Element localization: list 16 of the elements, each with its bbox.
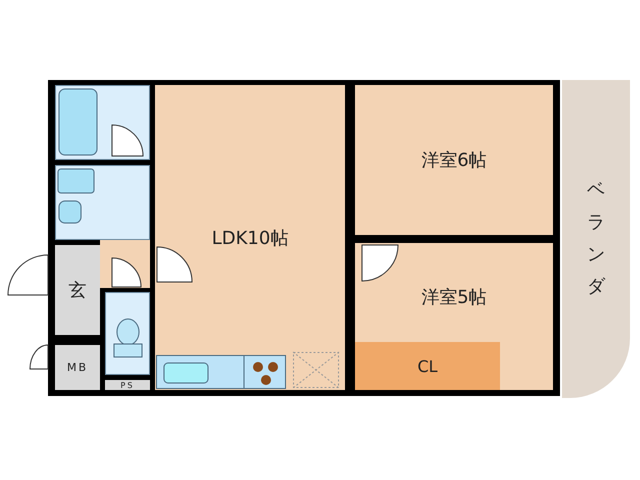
room-label: PS	[120, 380, 134, 390]
room-floor	[355, 243, 553, 390]
room-label: LDK10帖	[212, 226, 288, 250]
room-floor	[155, 85, 345, 390]
pipe-space-floor	[105, 380, 150, 390]
room-label: ベランダ	[586, 178, 606, 300]
room-label: 洋室5帖	[421, 286, 487, 308]
room-label: 洋室6帖	[421, 149, 487, 172]
entrance-floor	[55, 245, 100, 335]
room-label: CL	[417, 356, 438, 376]
room-label: 玄	[68, 279, 86, 302]
closet-floor	[355, 342, 500, 390]
balcony-floor	[562, 80, 630, 398]
room-floor	[355, 85, 553, 235]
room-label: MB	[66, 361, 88, 374]
meter-box-floor	[55, 345, 100, 390]
